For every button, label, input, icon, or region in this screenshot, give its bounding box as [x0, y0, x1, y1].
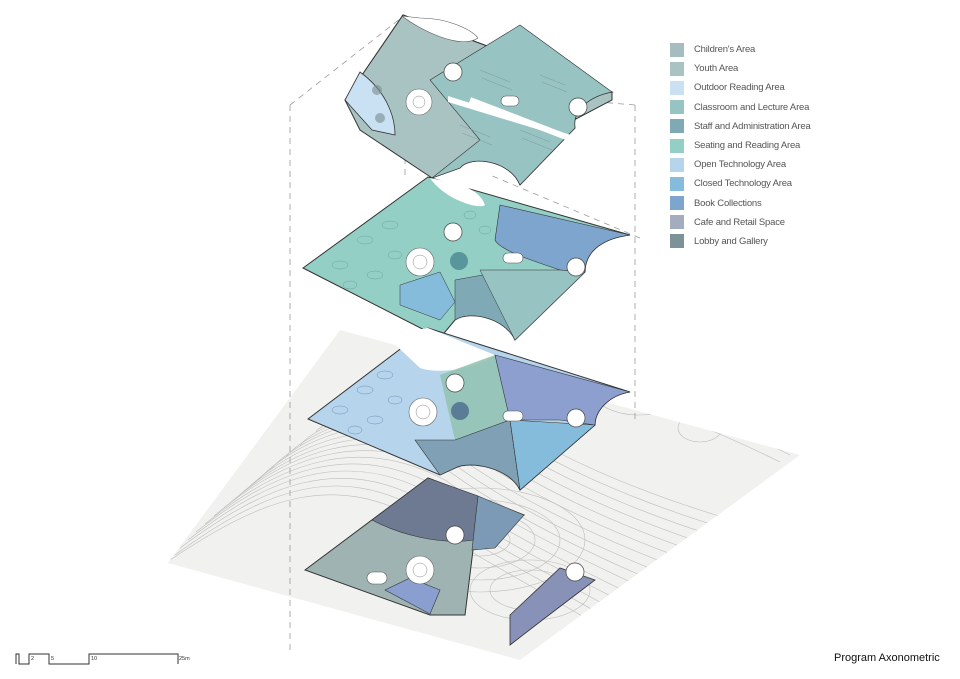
legend-label: Staff and Administration Area [694, 120, 811, 132]
swatch-open-technology-area [670, 157, 684, 172]
floor-plate-level-1 [303, 477, 526, 616]
legend-item-closed-technology-area: Closed Technology Area [670, 174, 850, 193]
legend-label: Book Collections [694, 197, 762, 209]
figure-title: Program Axonometric [834, 652, 940, 664]
legend-item-book-collections: Book Collections [670, 194, 850, 213]
legend-label: Lobby and Gallery [694, 235, 768, 247]
scale-tick-5: 5 [51, 656, 55, 662]
pavilion-plate [509, 562, 596, 646]
legend-item-outdoor-reading-area: Outdoor Reading Area [670, 78, 850, 97]
legend-label: Open Technology Area [694, 159, 786, 171]
swatch-seating-reading-area [670, 138, 684, 153]
legend-label: Closed Technology Area [694, 178, 792, 190]
legend-item-lobby-gallery: Lobby and Gallery [670, 232, 850, 251]
legend-label: Outdoor Reading Area [694, 82, 785, 94]
legend-item-seating-reading-area: Seating and Reading Area [670, 136, 850, 155]
scale-bar: 2 5 10 25m [14, 650, 204, 666]
scale-bar-graphic [15, 653, 179, 665]
legend-item-open-technology-area: Open Technology Area [670, 155, 850, 174]
swatch-staff-admin-area [670, 119, 684, 134]
legend-item-classroom-lecture-area: Classroom and Lecture Area [670, 98, 850, 117]
swatch-outdoor-reading-area [670, 80, 684, 95]
scale-tick-2: 2 [31, 656, 35, 662]
floor-plate-level-3 [302, 176, 631, 341]
legend-item-youth-area: Youth Area [670, 59, 850, 78]
legend-label: Seating and Reading Area [694, 140, 801, 152]
swatch-lobby-gallery [670, 234, 684, 249]
scale-tick-25m: 25m [179, 656, 190, 662]
swatch-book-collections [670, 196, 684, 211]
swatch-classroom-lecture-area [670, 100, 684, 115]
legend-label: Classroom and Lecture Area [694, 101, 810, 113]
legend-label: Cafe and Retail Space [694, 216, 785, 228]
swatch-youth-area [670, 61, 684, 76]
floor-plate-level-4 [344, 14, 614, 186]
legend-label: Youth Area [694, 63, 739, 75]
legend: Children's Area Youth Area Outdoor Readi… [670, 40, 850, 251]
scale-tick-10: 10 [91, 656, 98, 662]
legend-item-childrens-area: Children's Area [670, 40, 850, 59]
legend-label: Children's Area [694, 44, 756, 56]
legend-item-staff-admin-area: Staff and Administration Area [670, 117, 850, 136]
floor-plate-level-2 [307, 327, 631, 491]
legend-item-cafe-retail-space: Cafe and Retail Space [670, 213, 850, 232]
swatch-cafe-retail-space [670, 215, 684, 230]
swatch-childrens-area [670, 42, 684, 57]
swatch-closed-technology-area [670, 176, 684, 191]
